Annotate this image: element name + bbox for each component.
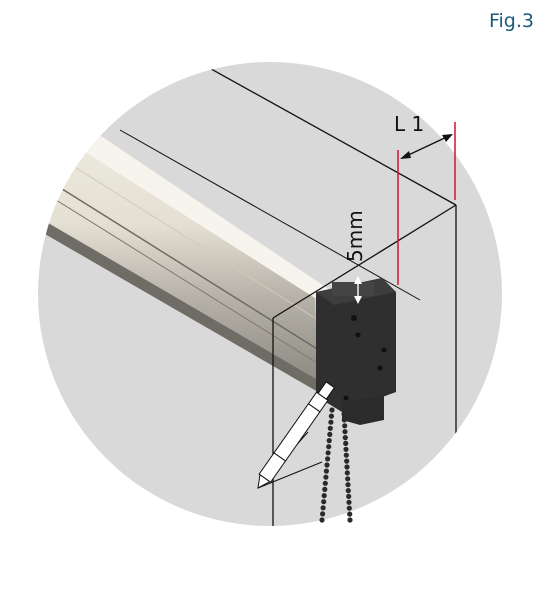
chain-bead bbox=[323, 468, 329, 474]
chain-bead bbox=[325, 456, 331, 462]
chain-bead bbox=[346, 493, 352, 499]
chain-bead bbox=[342, 429, 348, 435]
chain-bead bbox=[347, 517, 353, 523]
chain-bead bbox=[327, 431, 333, 437]
chain-bead bbox=[328, 413, 334, 419]
chain-bead bbox=[343, 440, 349, 446]
chain-bead bbox=[320, 505, 326, 511]
wall-line-upper bbox=[119, 129, 421, 301]
chain-bead bbox=[325, 450, 331, 456]
chain-bead bbox=[322, 486, 328, 492]
wall-line-top bbox=[185, 62, 457, 206]
mark-line-2 bbox=[257, 461, 323, 489]
chain-bead bbox=[321, 493, 327, 499]
chain-bead bbox=[326, 444, 332, 450]
recess-top-front bbox=[272, 204, 457, 319]
headrail-profile bbox=[38, 98, 318, 380]
chain-bead bbox=[320, 511, 326, 517]
chain-bead bbox=[328, 419, 334, 425]
chain-bead bbox=[327, 425, 333, 431]
chain-bead bbox=[344, 470, 350, 476]
l1-arrowhead-right bbox=[442, 134, 453, 142]
chain-bead bbox=[344, 458, 350, 464]
chain-bead bbox=[343, 452, 349, 458]
chain-bead bbox=[346, 499, 352, 505]
l1-label: L 1 bbox=[394, 112, 424, 136]
chain-bead bbox=[322, 480, 328, 486]
bead-chain bbox=[319, 407, 353, 523]
chain-bead bbox=[321, 499, 327, 505]
chain-bead bbox=[342, 423, 348, 429]
gap-arrowhead-top bbox=[354, 276, 362, 284]
chain-bead bbox=[326, 438, 332, 444]
chain-bead bbox=[347, 511, 353, 517]
figure-label: Fig.3 bbox=[488, 10, 534, 32]
chain-bead bbox=[341, 417, 347, 423]
chain-bead bbox=[346, 505, 352, 511]
chain-bead bbox=[341, 411, 347, 417]
l1-dimension-arrow bbox=[401, 134, 452, 159]
chain-bead bbox=[345, 488, 351, 494]
chain-bead bbox=[319, 517, 325, 523]
bracket bbox=[316, 278, 396, 425]
chain-bead bbox=[323, 474, 329, 480]
chain-bead bbox=[342, 435, 348, 441]
chain-bead bbox=[343, 446, 349, 452]
chain-bead bbox=[345, 476, 351, 482]
pencil bbox=[257, 381, 336, 489]
chain-bead bbox=[344, 464, 350, 470]
chain-bead bbox=[324, 462, 330, 468]
chain-bead bbox=[345, 482, 351, 488]
l1-arrowhead-left bbox=[400, 151, 411, 159]
gap-label: 5mm bbox=[343, 210, 367, 262]
gap-arrowhead-bottom bbox=[354, 296, 362, 304]
profile-bottom-lip bbox=[38, 195, 318, 392]
chain-bead bbox=[329, 407, 335, 413]
